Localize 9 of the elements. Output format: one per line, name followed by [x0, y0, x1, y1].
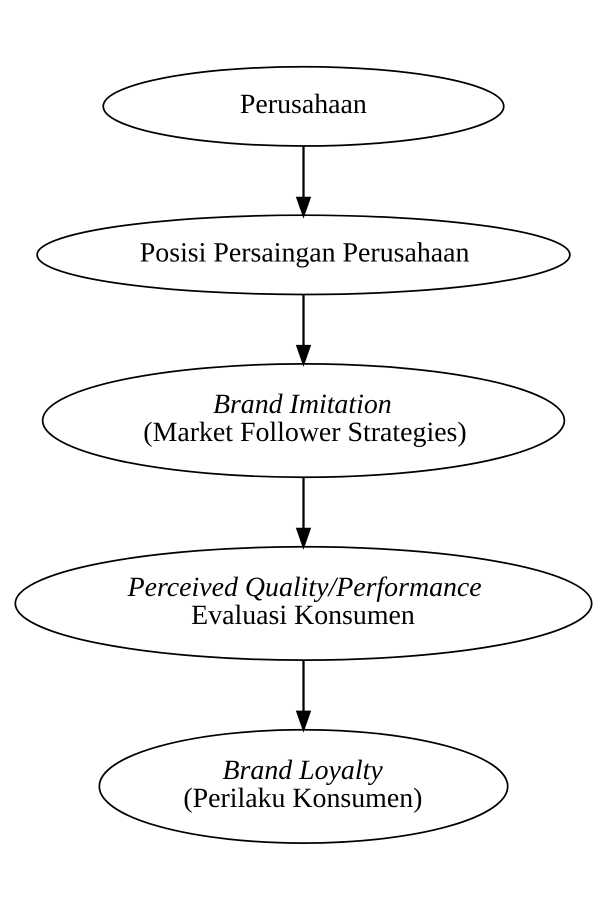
- node-ellipse: Posisi Persaingan Perusahaan: [36, 214, 571, 295]
- arrow: [296, 660, 312, 732]
- arrow: [296, 477, 312, 550]
- arrow: [296, 294, 312, 366]
- node-ellipse: Brand Loyalty (Perilaku Konsumen): [98, 728, 509, 844]
- arrow: [296, 146, 312, 218]
- node-ellipse: Brand Imitation (Market Follower Strategies): [42, 362, 566, 478]
- node-ellipse: Perusahaan: [102, 65, 505, 146]
- node-ellipse: Perceived Quality/Performance Evaluasi Konsumen: [14, 545, 593, 660]
